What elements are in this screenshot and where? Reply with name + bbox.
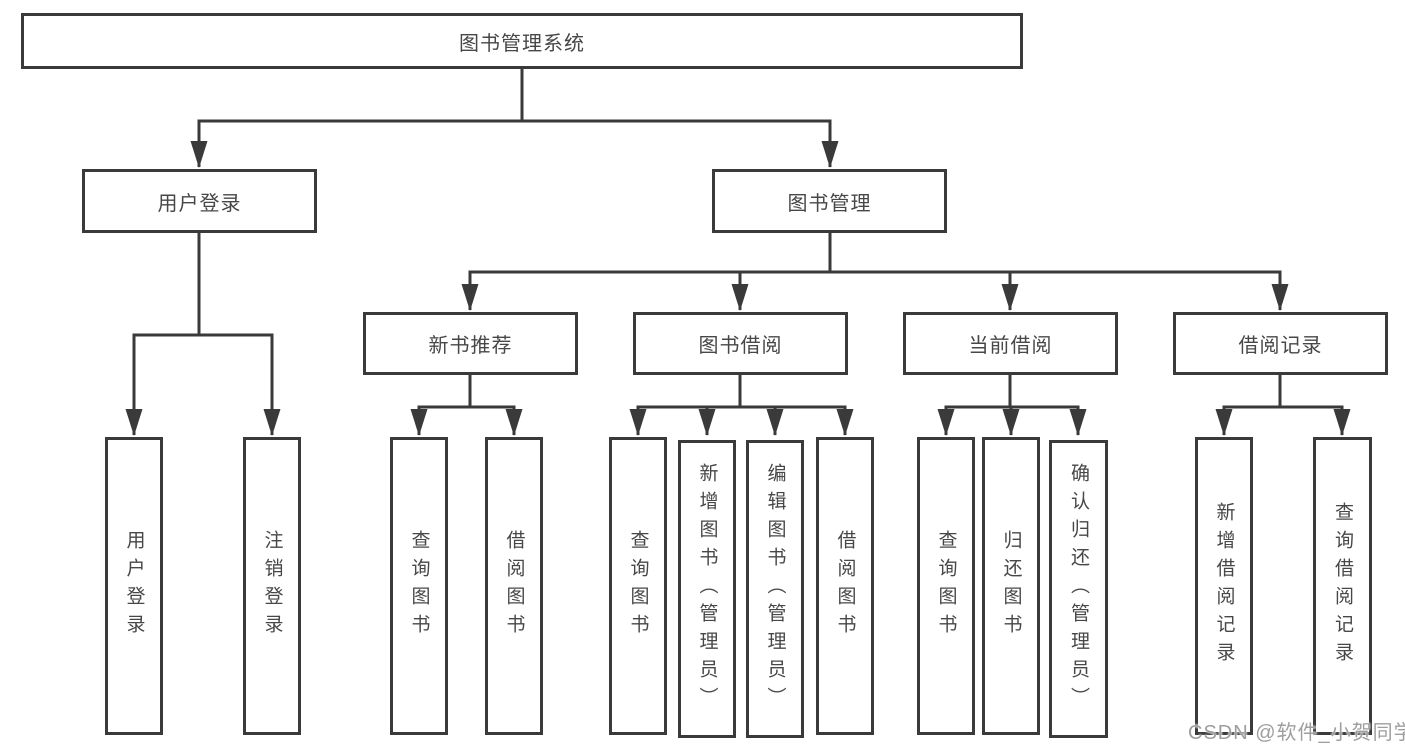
- leaf-add-borrow-record-label: 新增借阅记录: [1213, 502, 1235, 670]
- leaf-add-book-admin: 新增图书（管理员）: [678, 440, 736, 738]
- csdn-watermark: CSDN @软件_小贺同学: [1188, 722, 1405, 744]
- connector-records-split: [1215, 375, 1351, 436]
- connector-root-split: [190, 69, 839, 168]
- leaf-borrow-books-recommend: 借阅图书: [485, 437, 543, 735]
- leaf-user-login-label: 用户登录: [123, 530, 145, 642]
- node-book-borrow-label: 图书借阅: [698, 335, 783, 357]
- node-system-root-label: 图书管理系统: [459, 32, 585, 55]
- leaf-query-books-borrow: 查询图书: [609, 437, 667, 735]
- leaf-query-books-current: 查询图书: [917, 437, 975, 735]
- node-current-borrow: 当前借阅: [903, 312, 1118, 375]
- leaf-confirm-return-admin-label: 确认归还（管理员）: [1068, 463, 1089, 715]
- leaf-query-books-current-label: 查询图书: [935, 530, 957, 642]
- node-book-management-label: 图书管理: [787, 192, 872, 215]
- leaf-edit-book-admin: 编辑图书（管理员）: [746, 440, 804, 738]
- connector-current-borrow-split: [937, 375, 1087, 436]
- node-borrow-records-label: 借阅记录: [1238, 335, 1323, 357]
- leaf-confirm-return-admin: 确认归还（管理员）: [1049, 440, 1108, 738]
- leaf-borrow-books-recommend-label: 借阅图书: [503, 530, 525, 642]
- node-new-book-recommend: 新书推荐: [363, 312, 578, 375]
- leaf-logout-label: 注销登录: [261, 530, 283, 642]
- node-user-login: 用户登录: [82, 169, 317, 233]
- connector-user-login-split: [125, 233, 281, 436]
- node-current-borrow-label: 当前借阅: [968, 335, 1053, 357]
- node-new-book-recommend-label: 新书推荐: [428, 335, 513, 357]
- node-user-login-label: 用户登录: [157, 192, 242, 215]
- leaf-query-borrow-record-label: 查询借阅记录: [1332, 502, 1353, 670]
- leaf-query-borrow-record: 查询借阅记录: [1313, 437, 1372, 735]
- leaf-add-book-admin-label: 新增图书（管理员）: [696, 463, 718, 715]
- leaf-add-borrow-record: 新增借阅记录: [1195, 437, 1253, 735]
- leaf-query-books-recommend-label: 查询图书: [408, 530, 430, 642]
- leaf-return-book: 归还图书: [982, 437, 1040, 735]
- leaf-borrow-books-label: 借阅图书: [834, 530, 856, 642]
- connector-book-borrow-split: [629, 375, 854, 436]
- leaf-user-login: 用户登录: [105, 437, 163, 735]
- connector-book-mgmt-split: [461, 233, 1289, 311]
- leaf-logout: 注销登录: [243, 437, 301, 735]
- node-borrow-records: 借阅记录: [1173, 312, 1388, 375]
- leaf-query-books-recommend: 查询图书: [390, 437, 448, 735]
- leaf-query-books-borrow-label: 查询图书: [627, 530, 649, 642]
- node-system-root: 图书管理系统: [21, 13, 1023, 69]
- leaf-edit-book-admin-label: 编辑图书（管理员）: [764, 463, 786, 715]
- node-book-borrow: 图书借阅: [633, 312, 848, 375]
- leaf-return-book-label: 归还图书: [1000, 530, 1022, 642]
- node-book-management: 图书管理: [712, 169, 947, 233]
- connector-new-book-split: [410, 375, 523, 436]
- leaf-borrow-books: 借阅图书: [816, 437, 874, 735]
